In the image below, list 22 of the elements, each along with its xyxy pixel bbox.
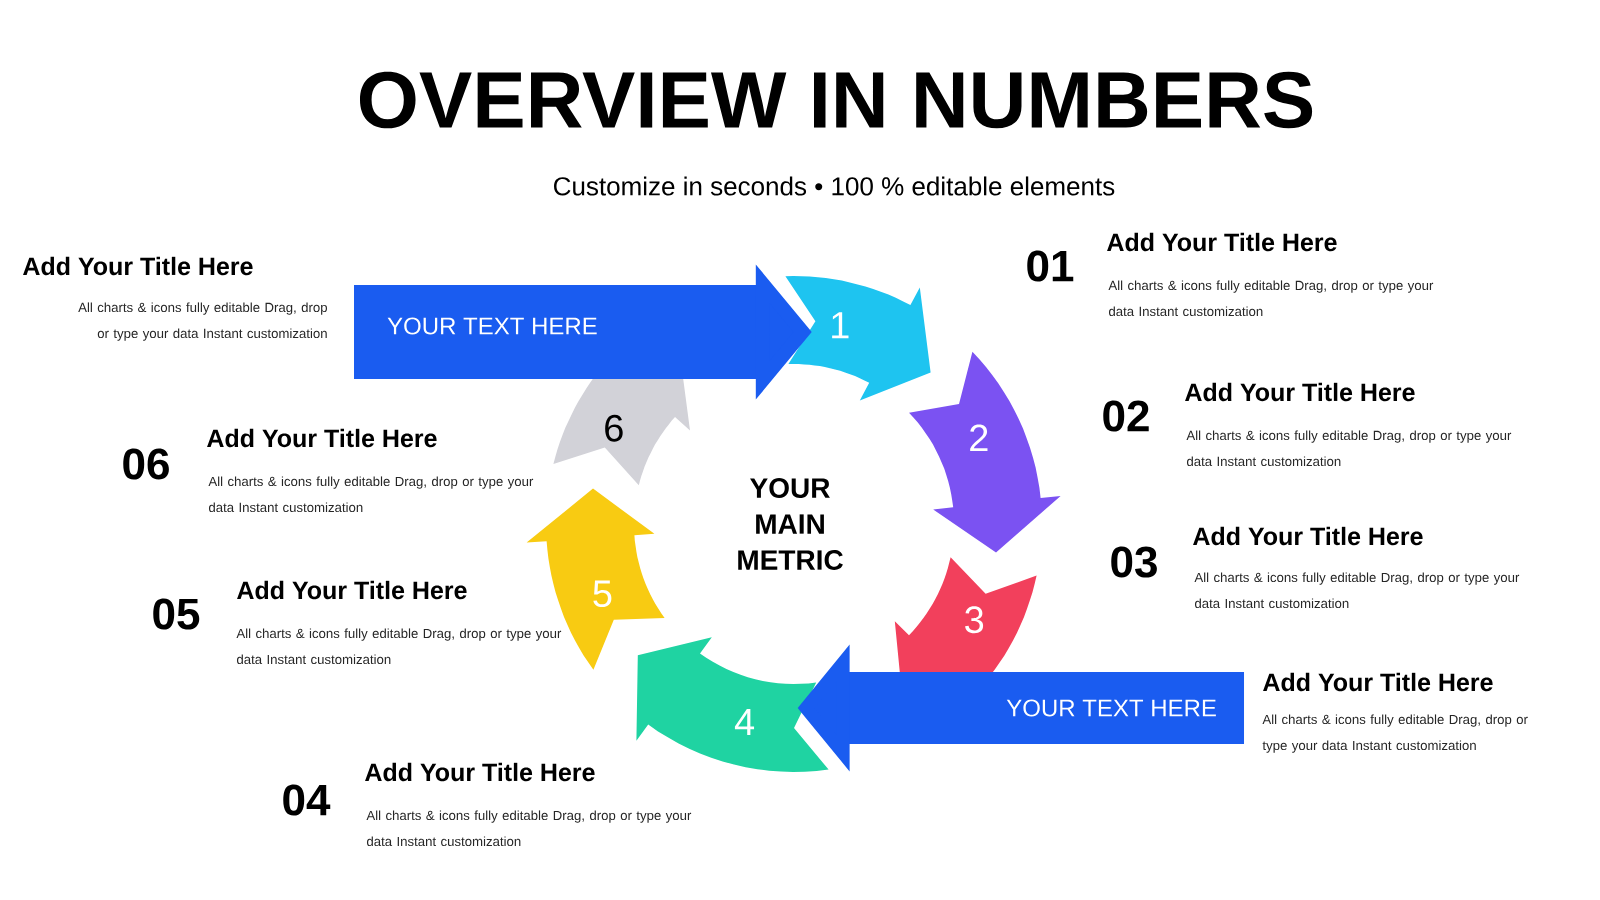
arrow-segment: 6 bbox=[553, 344, 690, 486]
arrow-segment: 1 bbox=[785, 276, 931, 401]
arrow-segment: 2 bbox=[909, 351, 1061, 553]
item-number: 01 bbox=[1027, 250, 1074, 282]
item-title: Add Your Title Here bbox=[1185, 382, 1415, 402]
item-title: Add Your Title Here bbox=[237, 580, 467, 600]
item-number: 04 bbox=[283, 784, 331, 816]
metric-text: YOUR MAIN METRIC bbox=[738, 478, 843, 570]
item-title: Add Your Title Here bbox=[365, 762, 595, 782]
item-title: Add Your Title Here bbox=[23, 256, 253, 276]
item-number: 02 bbox=[1103, 400, 1149, 432]
item-number: 06 bbox=[123, 448, 169, 480]
item-number: 05 bbox=[153, 598, 200, 630]
item-title: Add Your Title Here bbox=[1263, 672, 1493, 692]
item-title: Add Your Title Here bbox=[1193, 526, 1423, 546]
edge-label: YOUR TEXT HERE bbox=[387, 317, 597, 335]
title: OVERVIEW IN NUMBERS bbox=[360, 71, 1313, 129]
item-title: Add Your Title Here bbox=[207, 428, 437, 448]
item-title: Add Your Title Here bbox=[1107, 232, 1337, 252]
arrow-segment: 4 bbox=[636, 637, 829, 772]
subtitle: Customize in seconds • 100 % editable elements bbox=[554, 176, 1115, 196]
item-number: 03 bbox=[1111, 546, 1157, 578]
